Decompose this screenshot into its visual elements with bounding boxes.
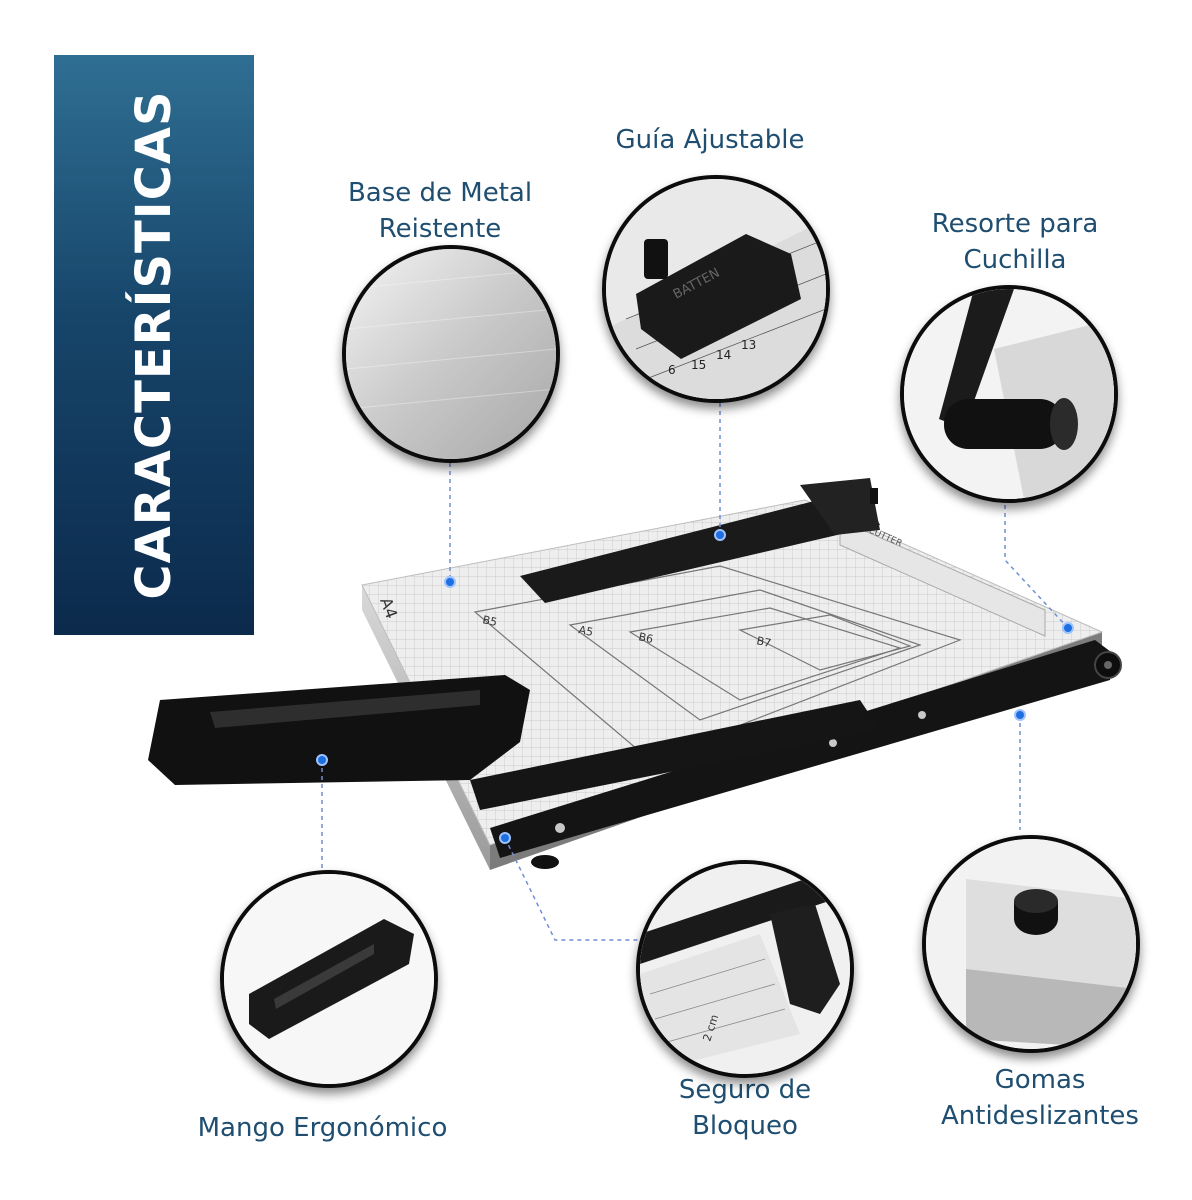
detail-guia-ajustable: BATTEN 15 14 13 6 bbox=[602, 175, 830, 403]
marker-dot-icon bbox=[1014, 709, 1026, 721]
size-a5: A5 bbox=[577, 623, 594, 639]
rubber-feet-closeup bbox=[926, 839, 1136, 1049]
label-base-metal: Base de Metal Reistente bbox=[347, 178, 533, 244]
detail-mango-ergonomico bbox=[220, 870, 438, 1088]
detail-seguro-bloqueo: 2 cm bbox=[636, 860, 854, 1078]
label-guia-ajustable: Guía Ajustable bbox=[615, 125, 805, 155]
handle-closeup bbox=[224, 874, 434, 1084]
marker-dot-icon bbox=[499, 832, 511, 844]
batten-guide-closeup: BATTEN 15 14 13 6 bbox=[606, 179, 826, 399]
label-resorte-cuchilla: Resorte para Cuchilla bbox=[931, 209, 1099, 275]
batten-guide bbox=[520, 497, 880, 603]
brushed-metal-icon bbox=[346, 249, 556, 459]
label-mango-ergonomico: Mango Ergonómico bbox=[197, 1113, 448, 1143]
size-b5: B5 bbox=[481, 613, 498, 629]
marker-dot-icon bbox=[1062, 622, 1074, 634]
size-b6: B6 bbox=[637, 630, 654, 646]
size-b7: B7 bbox=[755, 634, 772, 650]
spring-closeup bbox=[904, 289, 1114, 499]
label-gomas-antideslizantes: Gomas Antideslizantes bbox=[941, 1065, 1139, 1131]
marker-dot-icon bbox=[714, 529, 726, 541]
detail-resorte-cuchilla bbox=[900, 285, 1118, 503]
detail-base-metal bbox=[342, 245, 560, 463]
svg-text:15: 15 bbox=[691, 358, 706, 372]
title-banner: CARACTERÍSTICAS bbox=[54, 55, 254, 635]
marker-dot-icon bbox=[444, 576, 456, 588]
detail-gomas-antideslizantes bbox=[922, 835, 1140, 1053]
label-seguro-bloqueo: Seguro de Bloqueo bbox=[678, 1075, 812, 1141]
blade-arm bbox=[490, 640, 1115, 858]
lock-closeup: 2 cm bbox=[640, 864, 850, 1074]
marker-dot-icon bbox=[316, 754, 328, 766]
svg-text:6: 6 bbox=[668, 363, 676, 377]
svg-text:13: 13 bbox=[741, 338, 756, 352]
svg-text:14: 14 bbox=[716, 348, 731, 362]
